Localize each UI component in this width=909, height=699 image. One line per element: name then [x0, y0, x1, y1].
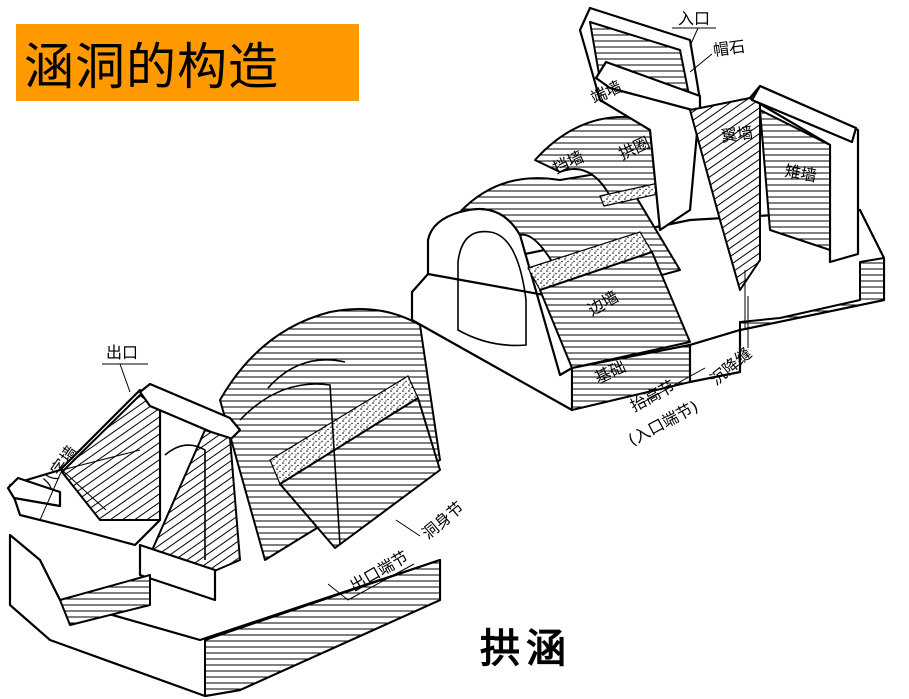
slide-title: 涵洞的构造: [16, 24, 359, 101]
inlet-side-wall: [539, 251, 691, 369]
outlet-culvert-drawing: [6, 307, 442, 698]
diagram-caption: 拱涵: [480, 626, 572, 672]
label-cap-stone: 帽石: [712, 37, 746, 60]
label-inlet: 入口: [678, 9, 710, 28]
label-barrel-section: 洞身节: [418, 498, 467, 543]
inlet-culvert-drawing: [410, 6, 886, 412]
inlet-cap-stone: [594, 60, 702, 114]
label-wing-wall: 翼墙: [720, 123, 754, 146]
outlet-cap-stone-left: [6, 476, 62, 508]
label-outlet: 出口: [106, 343, 138, 362]
slide-title-text: 涵洞的构造: [24, 37, 279, 96]
outlet-side-wall: [279, 397, 441, 549]
inlet-wing-wall: [689, 95, 761, 291]
outlet-end-wall: [138, 382, 242, 442]
